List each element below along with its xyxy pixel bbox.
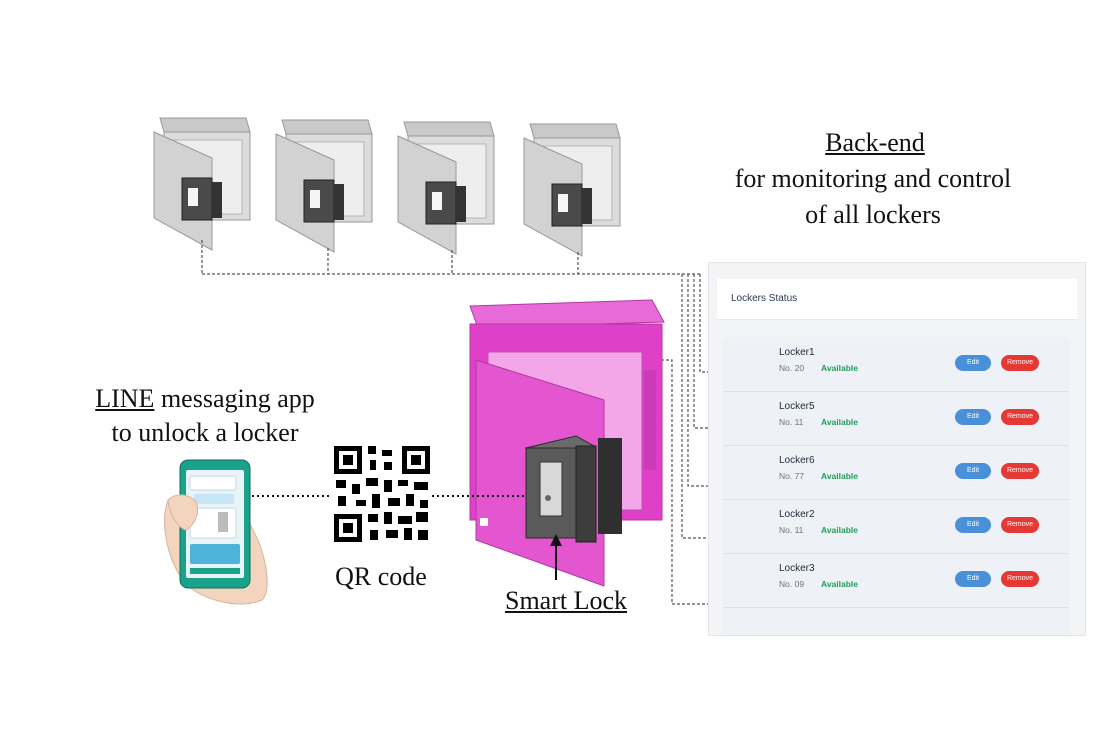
- edit-button[interactable]: Edit: [955, 355, 991, 371]
- locker-3: [397, 121, 495, 255]
- panel-header: Lockers Status: [717, 279, 1077, 320]
- locker-name: Locker6: [779, 455, 815, 466]
- remove-button[interactable]: Remove: [1001, 463, 1039, 479]
- smart-lock-label-text: Smart Lock: [504, 586, 628, 615]
- edit-button[interactable]: Edit: [955, 409, 991, 425]
- line-app-caption: LINE messaging app: [60, 384, 350, 414]
- locker-number: No. 09: [779, 579, 805, 589]
- backend-line-3: of all lockers: [805, 200, 941, 229]
- table-row: Locker6 No. 77 Available Edit Remove: [723, 445, 1069, 500]
- smart-lock-label: Smart Lock: [486, 586, 646, 616]
- edit-button[interactable]: Edit: [955, 571, 991, 587]
- smart-lock-arrow: [550, 534, 562, 580]
- remove-button[interactable]: Remove: [1001, 355, 1039, 371]
- locker-name: Locker5: [779, 401, 815, 412]
- locker-name: Locker2: [779, 509, 815, 520]
- table-row: Locker5 No. 11 Available Edit Remove: [723, 391, 1069, 446]
- line-app-word: LINE: [95, 384, 155, 413]
- remove-button[interactable]: Remove: [1001, 571, 1039, 587]
- table-row: Locker1 No. 20 Available Edit Remove: [723, 337, 1069, 392]
- edit-button[interactable]: Edit: [955, 517, 991, 533]
- locker-1: [153, 117, 251, 251]
- phone-icon: [164, 459, 268, 605]
- lockers-list: Locker1 No. 20 Available Edit Remove Loc…: [723, 337, 1069, 635]
- locker-number: No. 11: [779, 525, 804, 535]
- remove-button[interactable]: Remove: [1001, 409, 1039, 425]
- lockers-status-panel: Lockers Status Locker1 No. 20 Available …: [708, 262, 1086, 636]
- table-row: Locker3 No. 09 Available Edit Remove: [723, 553, 1069, 608]
- status-badge: Available: [821, 471, 859, 481]
- line-app-line-2: to unlock a locker: [111, 418, 299, 447]
- locker-2: [275, 119, 373, 253]
- locker-name: Locker1: [779, 347, 815, 358]
- line-app-rest: messaging app: [154, 384, 315, 413]
- backend-title-text: Back-end: [825, 128, 925, 157]
- edit-button[interactable]: Edit: [955, 463, 991, 479]
- backend-line-2: for monitoring and control: [734, 164, 1012, 193]
- qr-code-icon: [332, 444, 432, 544]
- panel-title: Lockers Status: [731, 293, 798, 304]
- qr-code-label: QR code: [335, 562, 427, 591]
- status-badge: Available: [821, 417, 859, 427]
- status-badge: Available: [821, 363, 859, 373]
- locker-4: [523, 123, 621, 257]
- locker-name: Locker3: [779, 563, 815, 574]
- status-badge: Available: [821, 525, 859, 535]
- locker-number: No. 11: [779, 417, 804, 427]
- remove-button[interactable]: Remove: [1001, 517, 1039, 533]
- table-row: Locker2 No. 11 Available Edit Remove: [723, 499, 1069, 554]
- backend-title: Back-end: [770, 128, 980, 158]
- locker-number: No. 20: [779, 363, 805, 373]
- smart-locker: [469, 299, 665, 587]
- status-badge: Available: [821, 579, 859, 589]
- locker-number: No. 77: [779, 471, 805, 481]
